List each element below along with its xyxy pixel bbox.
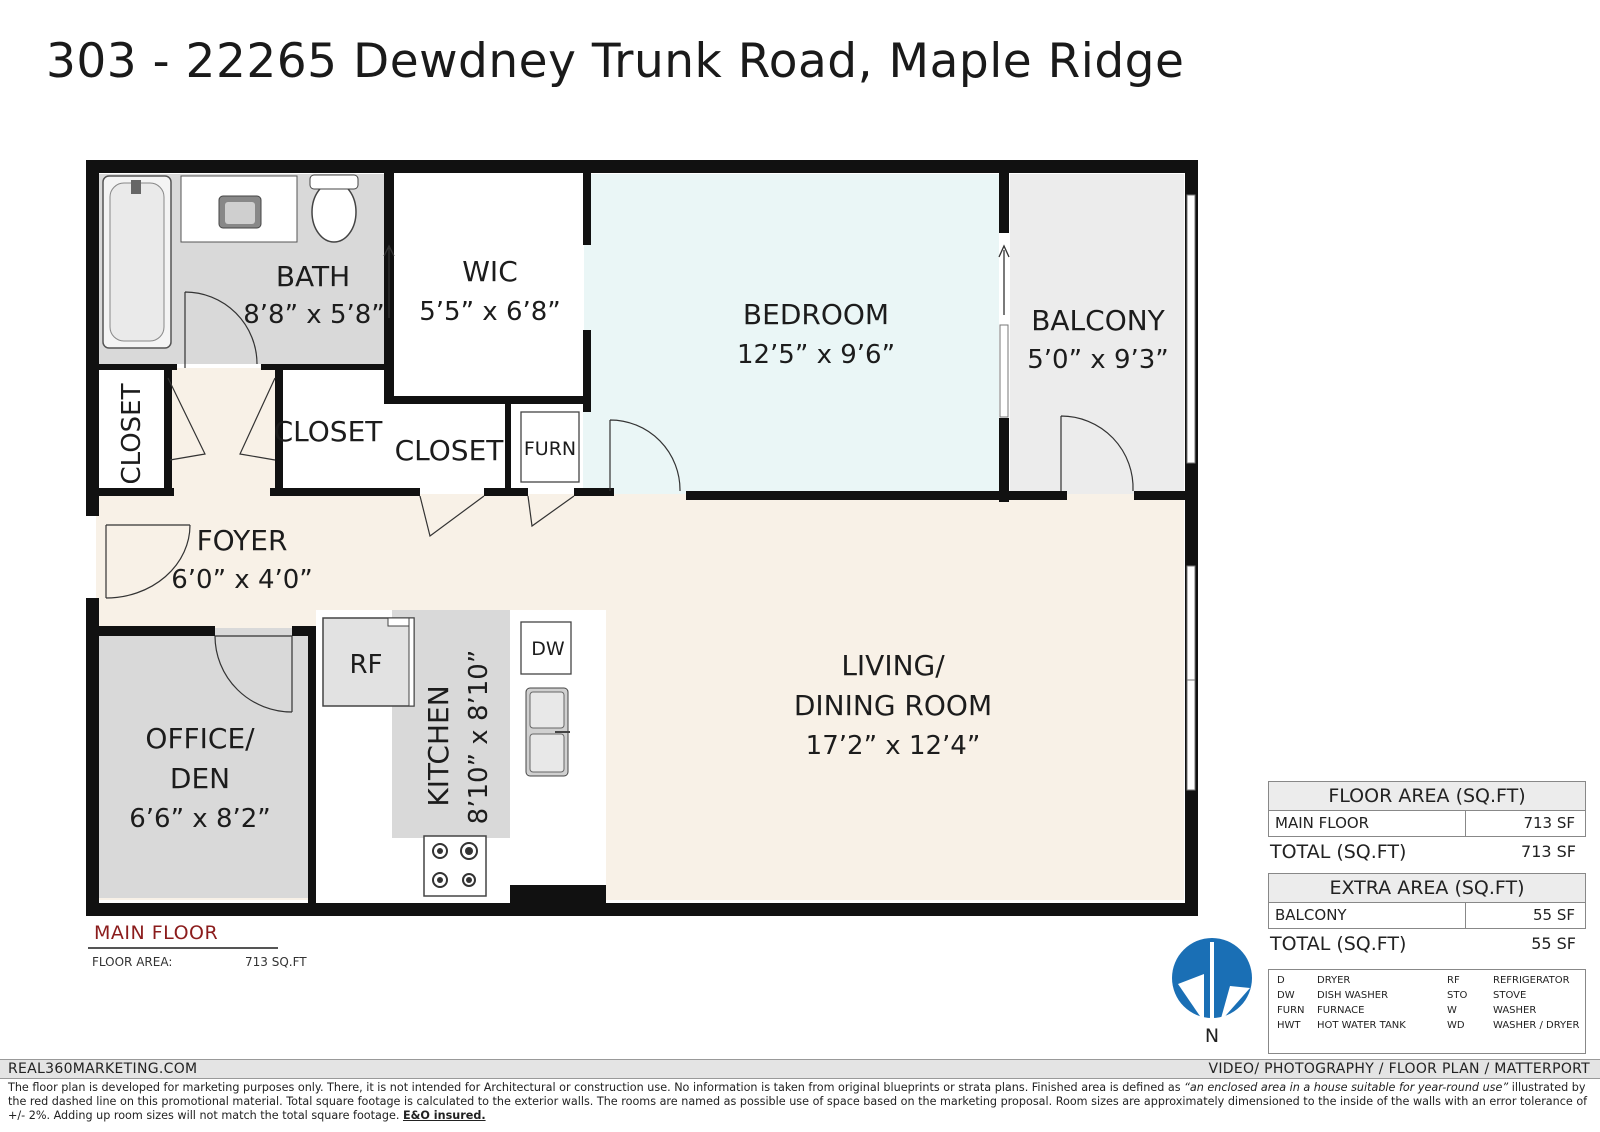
legend-meaning: WASHER (1493, 1005, 1537, 1016)
closet-3-label: CLOSET (395, 434, 505, 467)
divider (88, 947, 278, 949)
legend-abbr: DW (1277, 990, 1295, 1001)
bedroom-fill (583, 174, 999, 494)
legend-abbr: STO (1447, 990, 1468, 1001)
living-size: 17’2” x 12’4” (806, 731, 981, 761)
wic-size: 5’5” x 6’8” (419, 297, 561, 327)
floor-area-value: 713 SQ.FT (245, 955, 307, 969)
legend-meaning: FURNACE (1317, 1005, 1365, 1016)
legend-meaning: DRYER (1317, 975, 1351, 986)
rf-label: RF (349, 650, 382, 680)
extra-area-row: BALCONY 55 SF (1268, 903, 1586, 929)
office-size: 6’6” x 8’2” (129, 804, 271, 834)
closet-2-label: CLOSET (274, 415, 384, 448)
legend-abbr: WD (1447, 1020, 1465, 1031)
abbreviation-legend: D DRYER DW DISH WASHER FURN FURNACE HWT … (1268, 969, 1586, 1054)
foyer-size: 6’0” x 4’0” (171, 565, 313, 595)
closet-fills (98, 368, 164, 493)
floor-area-header: FLOOR AREA (SQ.FT) (1268, 781, 1586, 811)
legend-abbr: RF (1447, 975, 1460, 986)
wic-name: WIC (462, 255, 518, 288)
services-text: VIDEO/ PHOTOGRAPHY / FLOOR PLAN / MATTER… (1208, 1061, 1590, 1077)
kitchen-name: KITCHEN (422, 685, 455, 806)
floor-area-total: TOTAL (SQ.FT) 713 SF (1268, 838, 1586, 866)
balcony-fill (1010, 174, 1184, 494)
dishwasher (520, 621, 572, 675)
floor-area-label: FLOOR AREA: (92, 955, 173, 969)
dw-label: DW (531, 638, 565, 660)
total-label: TOTAL (SQ.FT) (1270, 841, 1407, 863)
office-line1: OFFICE/ (145, 722, 255, 755)
legend-abbr: D (1277, 975, 1285, 986)
closet-1-label: CLOSET (117, 383, 147, 484)
legend-meaning: HOT WATER TANK (1317, 1020, 1406, 1031)
total-value: 713 SF (1521, 842, 1576, 861)
row-label: BALCONY (1275, 906, 1347, 924)
wic-fill (394, 174, 584, 396)
office-line2: DEN (170, 762, 230, 795)
row-value: 55 SF (1532, 906, 1575, 924)
refrigerator (322, 617, 415, 707)
bath-name: BATH (276, 260, 350, 293)
total-value: 55 SF (1531, 934, 1576, 953)
toilet (311, 181, 357, 243)
windows (999, 194, 1196, 791)
furn-label: FURN (524, 438, 576, 460)
row-value: 713 SF (1523, 814, 1575, 832)
balcony-name: BALCONY (1031, 304, 1165, 337)
footer-bar (0, 1059, 1600, 1079)
legend-abbr: HWT (1277, 1020, 1301, 1031)
extra-area-header: EXTRA AREA (SQ.FT) (1268, 873, 1586, 903)
living-line2: DINING ROOM (794, 689, 992, 722)
office-fill (98, 628, 308, 898)
legend-meaning: REFRIGERATOR (1493, 975, 1570, 986)
kitchen-size: 8’10” x 8’10” (464, 650, 494, 825)
total-label: TOTAL (SQ.FT) (1270, 933, 1407, 955)
bedroom-name: BEDROOM (743, 298, 889, 331)
legend-meaning: DISH WASHER (1317, 990, 1389, 1001)
legend-meaning: STOVE (1493, 990, 1527, 1001)
living-line1: LIVING/ (841, 649, 945, 682)
legend-meaning: WASHER / DRYER (1493, 1020, 1580, 1031)
stove (423, 835, 487, 897)
legend-abbr: W (1447, 1005, 1457, 1016)
floor-area-row: MAIN FLOOR 713 SF (1268, 811, 1586, 837)
page-title: 303 - 22265 Dewdney Trunk Road, Maple Ri… (46, 34, 1185, 89)
legend-abbr: FURN (1277, 1005, 1305, 1016)
bedroom-size: 12’5” x 9’6” (737, 340, 895, 370)
balcony-size: 5’0” x 9’3” (1027, 345, 1169, 375)
website-link[interactable]: REAL360MARKETING.COM (8, 1061, 198, 1077)
disclaimer: The floor plan is developed for marketin… (8, 1081, 1588, 1122)
furnace (520, 411, 580, 483)
floor-name: MAIN FLOOR (94, 922, 219, 944)
extra-area-total: TOTAL (SQ.FT) 55 SF (1268, 930, 1586, 958)
compass-letter: N (1205, 1025, 1219, 1046)
foyer-name: FOYER (197, 524, 288, 557)
bath-size: 8’8” x 5’8” (243, 300, 385, 330)
north-compass-icon: N (1172, 938, 1252, 1046)
row-label: MAIN FLOOR (1275, 814, 1370, 832)
